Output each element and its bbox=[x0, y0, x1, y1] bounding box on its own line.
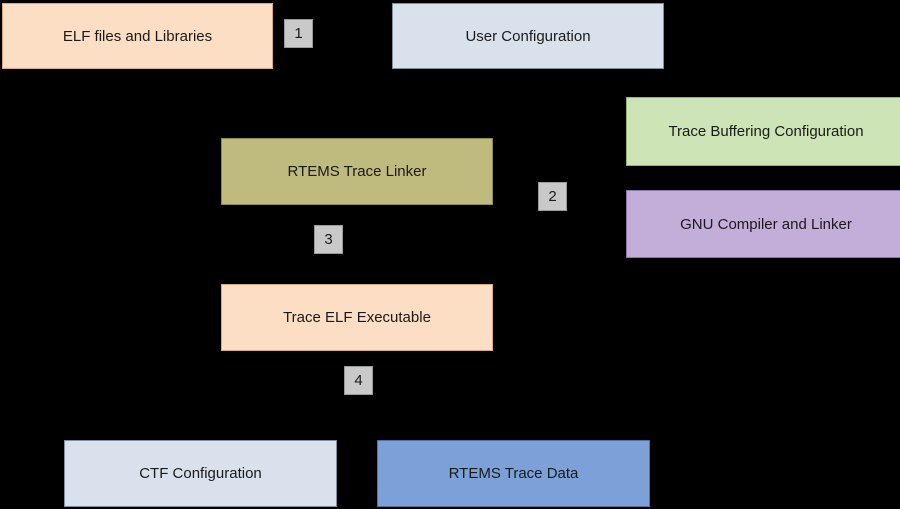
node-label: CTF Configuration bbox=[139, 465, 262, 482]
node-label: GNU Compiler and Linker bbox=[680, 215, 852, 233]
node-rtems-trace-linker: RTEMS Trace Linker bbox=[221, 138, 493, 205]
step-badge-4: 4 bbox=[344, 366, 373, 395]
step-badge-3: 3 bbox=[314, 225, 343, 254]
node-elf-files-and-libraries: ELF files and Libraries bbox=[2, 3, 273, 69]
node-label: Trace Buffering Configuration bbox=[668, 123, 864, 140]
node-label: ELF files and Libraries bbox=[62, 27, 213, 45]
node-trace-elf-executable: Trace ELF Executable bbox=[221, 284, 493, 351]
node-label: RTEMS Trace Linker bbox=[287, 163, 427, 180]
node-rtems-trace-data: RTEMS Trace Data bbox=[377, 440, 650, 507]
step-badge-label: 3 bbox=[324, 231, 333, 248]
step-badge-2: 2 bbox=[538, 182, 567, 211]
node-label: RTEMS Trace Data bbox=[448, 465, 579, 482]
step-badge-label: 1 bbox=[294, 25, 303, 42]
node-ctf-configuration: CTF Configuration bbox=[64, 440, 337, 507]
node-trace-buffering-configuration: Trace Buffering Configuration bbox=[626, 97, 900, 166]
node-label: User Configuration bbox=[465, 27, 591, 45]
step-badge-label: 4 bbox=[354, 372, 363, 389]
node-gnu-compiler-and-linker: GNU Compiler and Linker bbox=[626, 190, 900, 258]
node-label: Trace ELF Executable bbox=[283, 309, 431, 326]
step-badge-label: 2 bbox=[548, 188, 557, 205]
node-user-configuration: User Configuration bbox=[392, 3, 664, 69]
step-badge-1: 1 bbox=[284, 19, 313, 48]
